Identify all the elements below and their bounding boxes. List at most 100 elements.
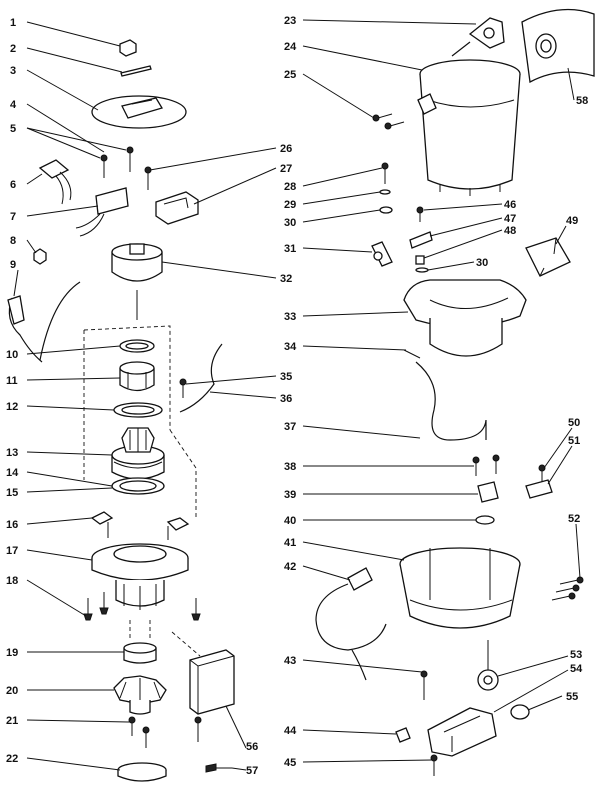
part-cord-9 [7,281,81,363]
part-oring [510,704,530,720]
part-screw-28-washers [379,162,393,214]
callout-labels: 1 2 3 4 5 6 7 8 9 10 11 12 13 14 15 16 1… [6,15,588,777]
callout-5: 5 [10,123,16,135]
part-motor-frame [91,543,189,610]
part-handle [451,17,505,57]
callout-49: 49 [566,215,578,227]
part-coupling [123,642,157,664]
callout-32: 32 [280,273,292,285]
callout-37: 37 [284,421,296,433]
part-small-46-48 [409,206,433,265]
callout-16: 16 [6,519,18,531]
callout-23: 23 [284,15,296,27]
part-screws-25 [372,113,405,130]
part-wire-36 [179,343,223,413]
callout-41: 41 [284,537,296,549]
part-bracket-56 [171,631,235,715]
callout-30b: 30 [476,257,488,269]
part-slider [120,65,152,77]
callout-42: 42 [284,561,296,573]
part-nozzle [525,237,571,277]
callout-54: 54 [570,663,583,675]
callout-27: 27 [280,163,292,175]
callout-40: 40 [284,515,296,527]
callout-56: 56 [246,741,258,753]
part-screws-top [100,146,152,190]
callout-21: 21 [6,715,18,727]
callout-24: 24 [284,41,297,53]
callout-33: 33 [284,311,296,323]
callout-47: 47 [504,213,516,225]
callout-11: 11 [6,375,18,387]
callout-57: 57 [246,765,258,777]
callout-12: 12 [6,401,18,413]
callout-4: 4 [10,99,17,111]
part-filter-bag [521,8,595,84]
part-armature [111,427,165,480]
callout-14: 14 [6,467,19,479]
part-screws-52 [551,576,584,601]
callout-30: 30 [284,217,296,229]
leader-lines [13,19,581,771]
callout-43: 43 [284,655,296,667]
part-switch-assembly [427,707,497,757]
callout-2: 2 [10,43,16,55]
part-cord-37 [403,349,487,441]
callout-53: 53 [570,649,582,661]
callout-50: 50 [568,417,580,429]
callout-39: 39 [284,489,296,501]
part-filter-ring [117,762,167,782]
callout-45: 45 [284,757,296,769]
callout-20: 20 [6,685,18,697]
callout-25: 25 [284,69,296,81]
callout-36: 36 [280,393,292,405]
part-ring-10 [119,339,155,353]
callout-7: 7 [10,211,16,223]
part-screws-18 [83,592,201,621]
callout-17: 17 [6,545,18,557]
part-brushes [90,511,190,540]
part-rings-14-15 [111,477,165,495]
part-canister [417,59,521,196]
part-screw-57 [205,763,232,773]
part-switch [38,159,72,205]
part-power-cord [315,567,387,681]
callout-29: 29 [284,199,296,211]
callout-15: 15 [6,487,18,499]
part-clip [525,464,553,499]
part-screws-21 [128,716,150,748]
callout-1: 1 [10,17,16,29]
part-motor-cap [111,243,163,320]
callout-8: 8 [10,235,16,247]
part-bracket-27 [155,191,199,225]
part-switch-button [119,39,137,57]
callout-13: 13 [6,447,18,459]
callout-55: 55 [566,691,578,703]
part-caster [477,640,499,691]
callout-22: 22 [6,753,18,765]
part-washer-12 [113,402,163,418]
callout-10: 10 [6,349,18,361]
part-terminal-bracket [75,187,129,237]
callout-48: 48 [504,225,516,237]
callout-3: 3 [10,65,16,77]
callout-19: 19 [6,647,18,659]
part-top-plate [91,95,187,129]
callout-28: 28 [284,181,296,193]
callout-26: 26 [280,143,292,155]
part-valve [371,241,393,267]
part-base [399,547,521,629]
callout-9: 9 [10,259,16,271]
callout-18: 18 [6,575,18,587]
callout-52: 52 [568,513,580,525]
callout-6: 6 [10,179,16,191]
part-nut [33,248,47,265]
part-screws-43-45 [395,670,438,776]
part-impeller [113,675,167,715]
callout-58: 58 [576,95,588,107]
callout-34: 34 [284,341,297,353]
left-assembly [7,39,235,782]
right-assembly [315,8,595,776]
